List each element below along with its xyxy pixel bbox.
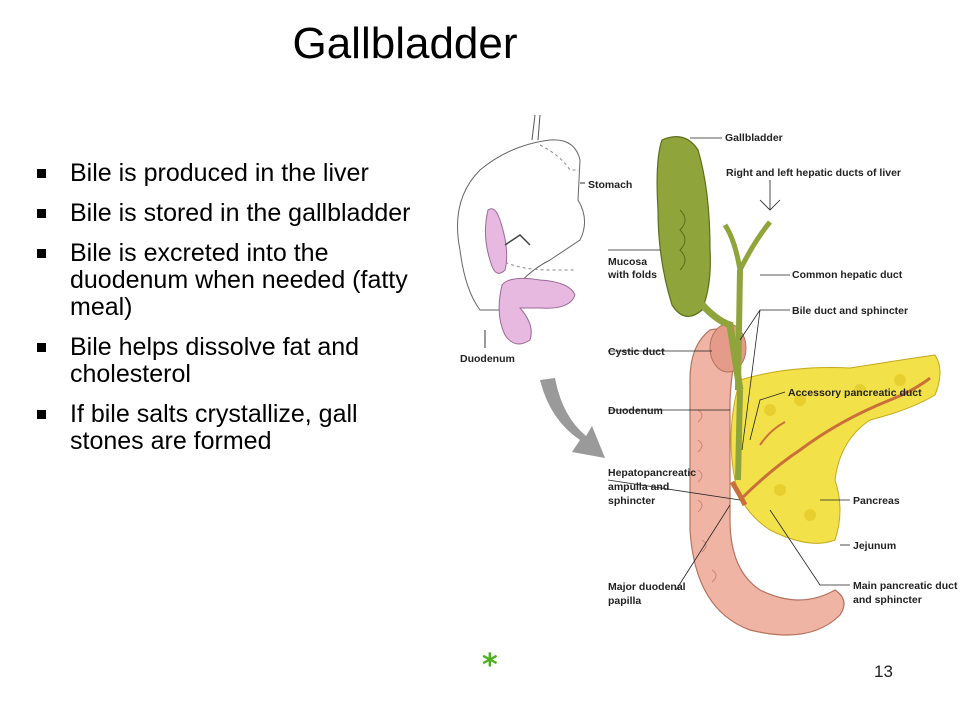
bullet-square-icon <box>37 410 46 419</box>
label-mucosa-2: with folds <box>607 269 657 281</box>
label-mucosa-1: Mucosa <box>608 256 647 268</box>
label-main-duct-1: Main pancreatic duct <box>853 580 958 592</box>
bullet-text: Bile helps dissolve fat and cholesterol <box>70 333 360 388</box>
label-accessory-duct: Accessory pancreatic duct <box>788 387 922 399</box>
asterisk-mark: * <box>482 648 498 683</box>
bullet-text: If bile salts crystallize, gall stones a… <box>70 400 358 455</box>
bullet-text: Bile is produced in the liver <box>70 159 369 187</box>
arrow-icon <box>540 378 605 458</box>
label-gallbladder: Gallbladder <box>725 132 783 144</box>
bullet-text: Bile is stored in the gallbladder <box>70 199 411 227</box>
label-jejunum: Jejunum <box>853 540 896 552</box>
bullet-square-icon <box>37 249 46 258</box>
bullet-item: If bile salts crystallize, gall stones a… <box>34 401 414 455</box>
leader-lines <box>607 137 850 591</box>
label-duodenum-small: Duodenum <box>460 353 515 365</box>
label-stomach: Stomach <box>588 179 632 191</box>
bullet-item: Bile helps dissolve fat and cholesterol <box>34 334 414 388</box>
page-number: 13 <box>874 662 893 681</box>
pancreatic-duct <box>738 376 931 502</box>
bullet-square-icon <box>37 209 46 218</box>
label-common-hepatic: Common hepatic duct <box>792 269 903 281</box>
bullet-text: Bile is excreted into the duodenum when … <box>70 239 408 321</box>
label-hepato-3: sphincter <box>608 495 655 507</box>
pancreas-shape <box>730 354 941 544</box>
bullet-square-icon <box>37 169 46 178</box>
label-hepato-1: Hepatopancreatic <box>608 467 696 479</box>
bullet-list: Bile is produced in the liver Bile is st… <box>34 160 414 468</box>
bullet-item: Bile is stored in the gallbladder <box>34 200 414 227</box>
label-duodenum: Duodenum <box>608 405 663 417</box>
label-cystic-duct: Cystic duct <box>608 346 665 358</box>
bullet-square-icon <box>37 343 46 352</box>
bullet-item: Bile is excreted into the duodenum when … <box>34 240 414 321</box>
gallbladder-shape <box>656 136 772 507</box>
bullet-item: Bile is produced in the liver <box>34 160 414 187</box>
label-hepatic-ducts: Right and left hepatic ducts of liver <box>726 167 901 179</box>
label-main-duct-2: and sphincter <box>853 594 922 606</box>
label-papilla-2: papilla <box>608 595 641 607</box>
label-hepato-2: ampulla and <box>608 481 669 493</box>
slide-title: Gallbladder <box>292 19 518 68</box>
overview-sketch <box>457 114 585 348</box>
label-papilla-1: Major duodenal <box>608 581 686 593</box>
gallbladder-anatomy-diagram: Stomach Duodenum <box>457 114 958 636</box>
label-bile-duct: Bile duct and sphincter <box>792 305 908 317</box>
label-pancreas: Pancreas <box>853 495 900 507</box>
